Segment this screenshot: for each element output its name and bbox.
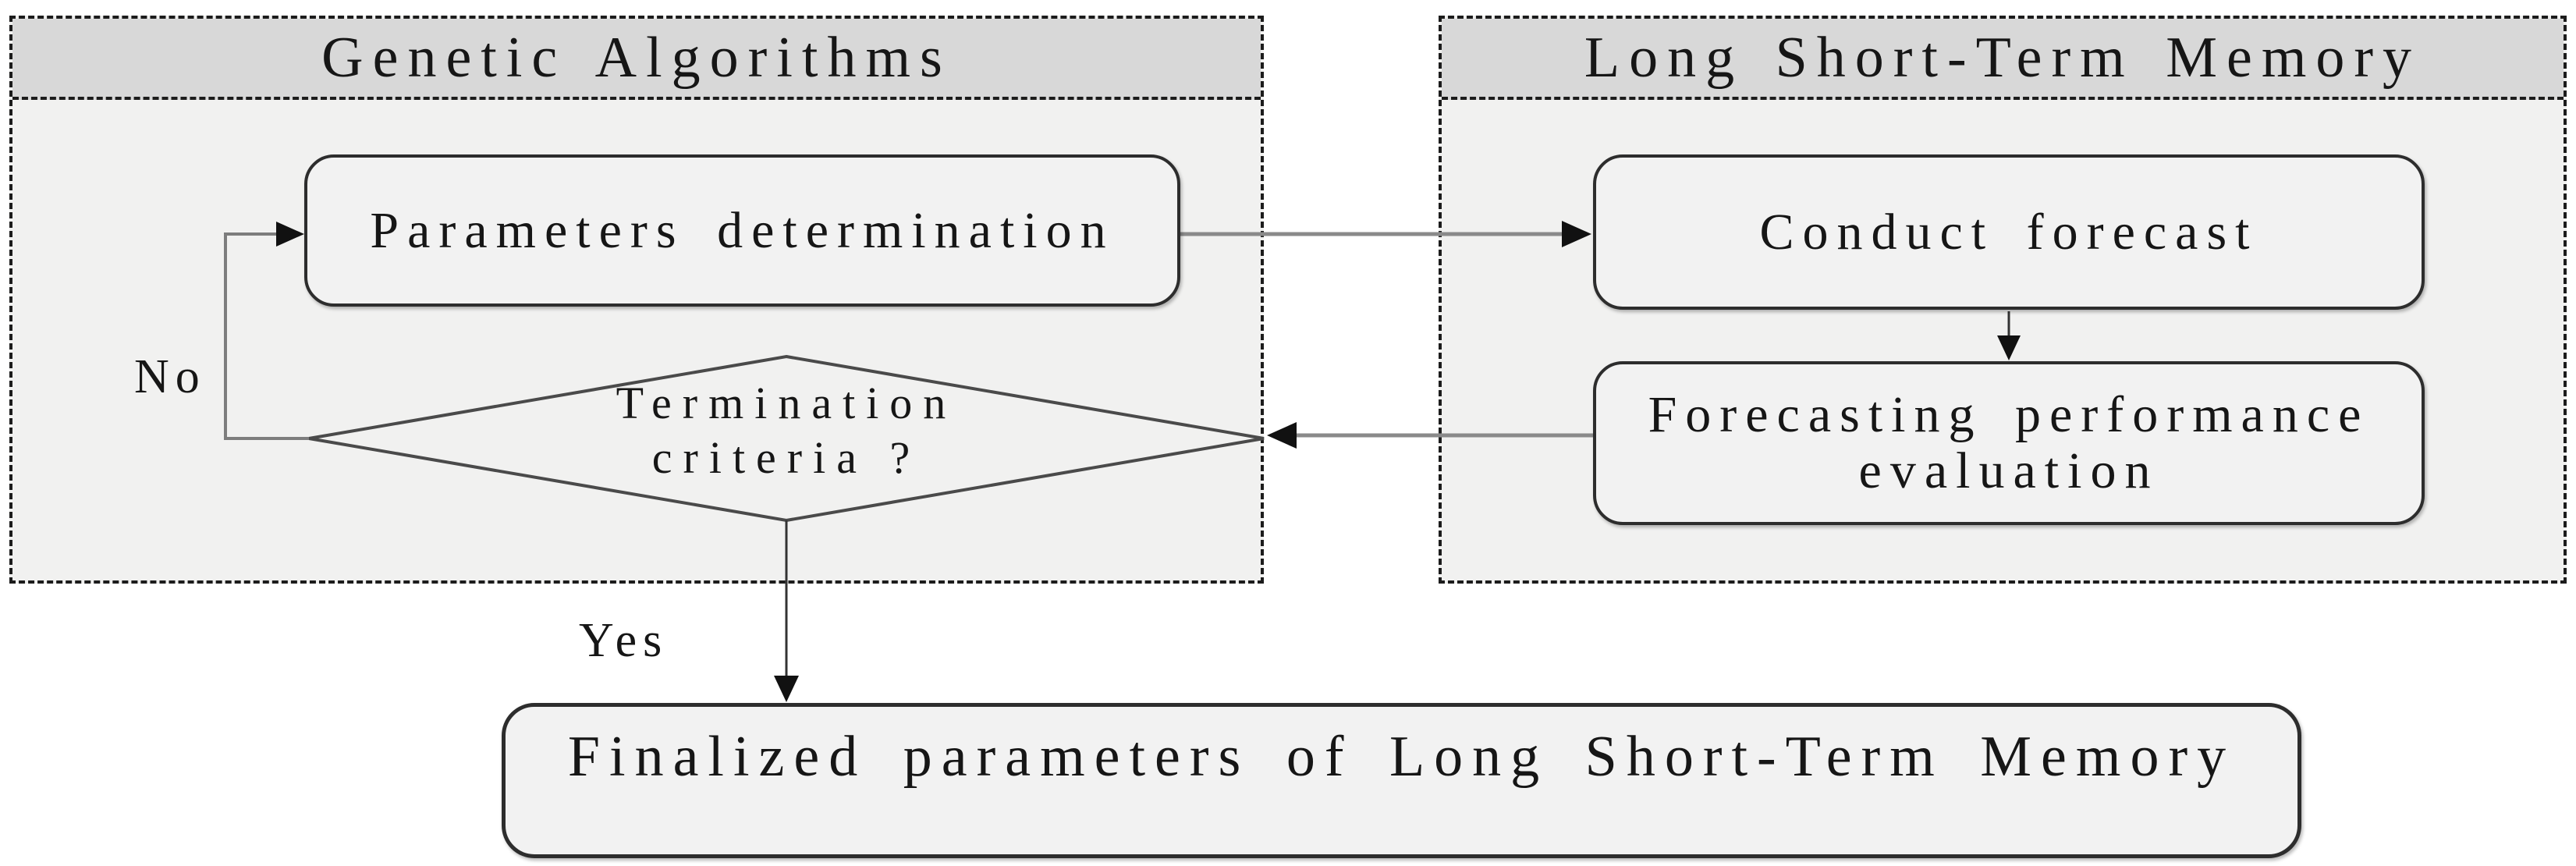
panel-header-genetic-algorithms: Genetic Algorithms: [12, 19, 1261, 100]
arrowhead-into-evaluation: [1997, 335, 2021, 360]
termination-label-line1: Termination: [616, 378, 957, 428]
edge-label-no: No: [134, 350, 206, 403]
node-parameters-label: Parameters determination: [370, 201, 1115, 259]
arrowhead-into-finalized: [774, 676, 799, 702]
panel-title-genetic-algorithms: Genetic Algorithms: [321, 25, 952, 90]
node-parameters-determination: Parameters determination: [304, 154, 1180, 307]
node-finalized-parameters: Finalized parameters of Long Short-Term …: [502, 703, 2301, 858]
arrowhead-into-conduct: [1562, 221, 1591, 247]
node-evaluation-label-line1: Forecasting performance: [1648, 386, 2370, 443]
edge-label-yes: Yes: [579, 614, 669, 667]
node-termination-criteria: Termination criteria ?: [513, 376, 1059, 485]
node-conduct-label: Conduct forecast: [1759, 203, 2258, 261]
arrowhead-into-termination: [1267, 422, 1297, 449]
node-evaluation-label-line2: evaluation: [1858, 442, 2159, 499]
edge-no-loop: [224, 232, 309, 440]
node-finalized-label: Finalized parameters of Long Short-Term …: [567, 725, 2236, 789]
arrowhead-into-parameters: [276, 222, 304, 247]
node-conduct-forecast: Conduct forecast: [1593, 154, 2425, 310]
node-forecasting-evaluation: Forecasting performance evaluation: [1593, 361, 2425, 525]
panel-header-lstm: Long Short-Term Memory: [1442, 19, 2564, 100]
termination-label-line2: criteria ?: [651, 432, 921, 483]
panel-title-lstm: Long Short-Term Memory: [1584, 25, 2422, 90]
